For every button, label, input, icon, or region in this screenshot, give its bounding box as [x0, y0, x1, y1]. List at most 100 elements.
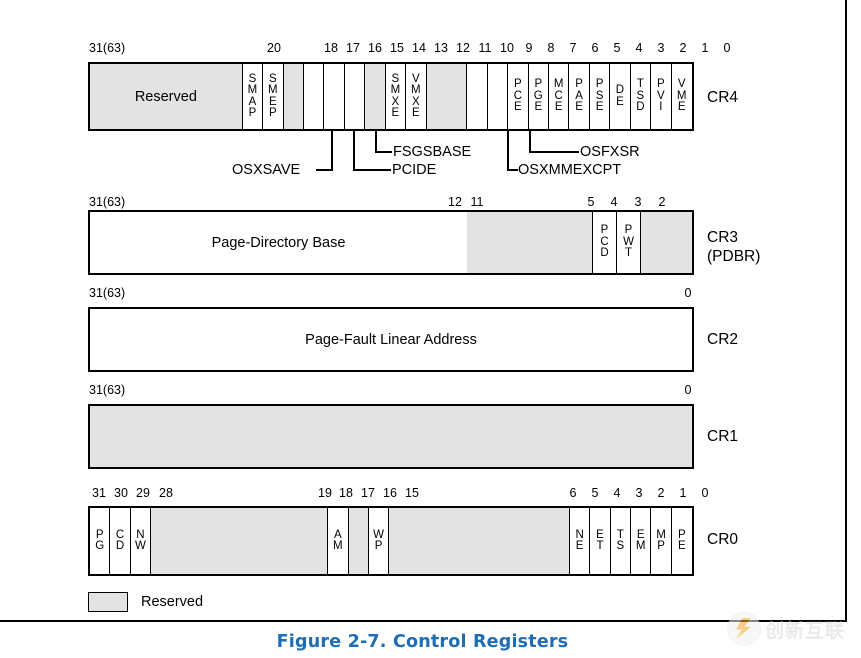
bit-tick-cr3-12: 12 [448, 195, 462, 209]
register-label-cr0: CR0 [707, 531, 739, 548]
cr0-field-am: A M [328, 508, 349, 574]
bit-tick-cr4-12: 12 [456, 41, 470, 55]
cr4-field-osfxsr [487, 64, 509, 129]
leader-osxmmexcpt-horizontal [507, 169, 518, 171]
cr4-field-bit12-reserved [426, 64, 447, 129]
cr4-field-pae: P A E [569, 64, 590, 129]
register-label-cr1: CR1 [707, 428, 739, 445]
bit-tick-cr4-15: 15 [390, 41, 404, 55]
cr3-field-page-directory-base: Page-Directory Base [90, 212, 467, 273]
bit-tick-cr3-2: 2 [658, 195, 666, 209]
callout-osfxsr: OSFXSR [580, 144, 640, 160]
leader-pcide-horizontal [353, 169, 391, 171]
register-label-cr3: CR3 (PDBR) [707, 229, 761, 265]
cr0-field-bits15-6-reserved [389, 508, 570, 574]
callout-fsgsbase: FSGSBASE [393, 144, 472, 160]
bit-tick-cr0-2: 2 [657, 486, 665, 500]
cr4-box: Reserved S M A P S M E P S M X E V M X E… [88, 62, 694, 131]
bit-tick-cr2-0: 0 [684, 286, 692, 300]
leader-osxsave-vertical [331, 131, 333, 171]
bit-tick-cr4-18: 18 [324, 41, 338, 55]
bit-tick-cr2-31: 31(63) [89, 286, 126, 300]
bit-tick-cr0-4: 4 [613, 486, 621, 500]
cr4-field-de: D E [610, 64, 631, 129]
cr0-field-pe: P E [671, 508, 693, 574]
cr4-field-smep: S M E P [263, 64, 284, 129]
leader-fsgsbase-vertical [375, 131, 377, 153]
bit-tick-cr0-5: 5 [591, 486, 599, 500]
cr4-field-fsgsbase [344, 64, 366, 129]
bit-tick-cr1-0: 0 [684, 383, 692, 397]
cr4-field-vme: V M E [671, 64, 692, 129]
register-label-cr4: CR4 [707, 89, 739, 106]
bit-tick-cr4-14: 14 [412, 41, 426, 55]
cr4-field-vmxe: V M X E [406, 64, 427, 129]
bit-tick-cr4-20: 20 [267, 41, 281, 55]
bit-tick-cr3-4: 4 [610, 195, 618, 209]
cr0-field-bits28-19-reserved [151, 508, 329, 574]
leader-fsgsbase-horizontal [375, 151, 392, 153]
cr4-field-smap: S M A P [242, 64, 264, 129]
legend-label-reserved: Reserved [141, 594, 204, 610]
cr0-field-ne: N E [569, 508, 591, 574]
callout-osxsave: OSXSAVE [232, 162, 301, 178]
bit-tick-cr0-6: 6 [569, 486, 577, 500]
cr2-box: Page-Fault Linear Address [88, 307, 694, 372]
bit-tick-cr4-31: 31(63) [89, 41, 126, 55]
cr4-field-reserved: Reserved [90, 64, 243, 129]
cr3-field-bits11-5-reserved [467, 212, 593, 273]
bit-tick-cr4-9: 9 [525, 41, 533, 55]
bit-tick-cr0-28: 28 [159, 486, 173, 500]
bit-tick-cr0-0: 0 [701, 486, 709, 500]
bit-tick-cr0-17: 17 [361, 486, 375, 500]
leader-pcide-vertical [353, 131, 355, 171]
bit-tick-cr4-10: 10 [500, 41, 514, 55]
bit-tick-cr1-31: 31(63) [89, 383, 126, 397]
leader-osxmmexcpt-vertical [507, 131, 509, 171]
bit-tick-cr4-4: 4 [635, 41, 643, 55]
figure-caption: Figure 2-7. Control Registers [276, 632, 569, 652]
bit-tick-cr4-5: 5 [613, 41, 621, 55]
bit-tick-cr0-18: 18 [339, 486, 353, 500]
bit-tick-cr3-11: 11 [470, 195, 484, 209]
cr1-box [88, 404, 694, 469]
cr4-field-bit15-reserved [365, 64, 386, 129]
bit-tick-cr4-16: 16 [368, 41, 382, 55]
cr0-field-em: E M [631, 508, 652, 574]
cr0-field-cd: C D [110, 508, 131, 574]
leader-osfxsr-vertical [529, 131, 531, 153]
bit-tick-cr0-31: 31 [92, 486, 106, 500]
cr4-field-bit19-reserved [283, 64, 304, 129]
bit-tick-cr3-3: 3 [634, 195, 642, 209]
page-border-bottom [0, 620, 845, 622]
bit-tick-cr0-30: 30 [114, 486, 128, 500]
page-border-right [845, 0, 847, 622]
cr0-field-ts: T S [610, 508, 632, 574]
bit-tick-cr4-0: 0 [723, 41, 731, 55]
cr0-field-mp: M P [651, 508, 672, 574]
leader-osxsave-horizontal [316, 169, 332, 171]
cr0-field-et: E T [590, 508, 611, 574]
bit-tick-cr0-15: 15 [405, 486, 419, 500]
cr0-box: P G C D N W A M W P N E E T T S E M M P … [88, 506, 694, 576]
bit-tick-cr4-7: 7 [569, 41, 577, 55]
cr4-field-pvi: P V I [651, 64, 672, 129]
cr1-field-reserved [90, 406, 692, 467]
bit-tick-cr4-1: 1 [701, 41, 709, 55]
cr2-field-page-fault-linear-address: Page-Fault Linear Address [90, 309, 692, 370]
cr4-field-pge: P G E [528, 64, 549, 129]
bit-tick-cr0-19: 19 [318, 486, 332, 500]
cr4-field-tsd: T S D [630, 64, 652, 129]
bit-tick-cr4-3: 3 [657, 41, 665, 55]
cr3-field-pcd: P C D [593, 212, 617, 273]
cr4-field-pse: P S E [589, 64, 611, 129]
register-label-cr2: CR2 [707, 331, 739, 348]
cr4-field-bit11-reserved [446, 64, 468, 129]
bit-tick-cr0-16: 16 [383, 486, 397, 500]
bit-tick-cr4-17: 17 [346, 41, 360, 55]
bit-tick-cr0-1: 1 [679, 486, 687, 500]
cr4-field-smxe: S M X E [385, 64, 407, 129]
cr0-field-wp: W P [368, 508, 390, 574]
bit-tick-cr4-13: 13 [434, 41, 448, 55]
callout-osxmmexcpt: OSXMMEXCPT [518, 162, 622, 178]
